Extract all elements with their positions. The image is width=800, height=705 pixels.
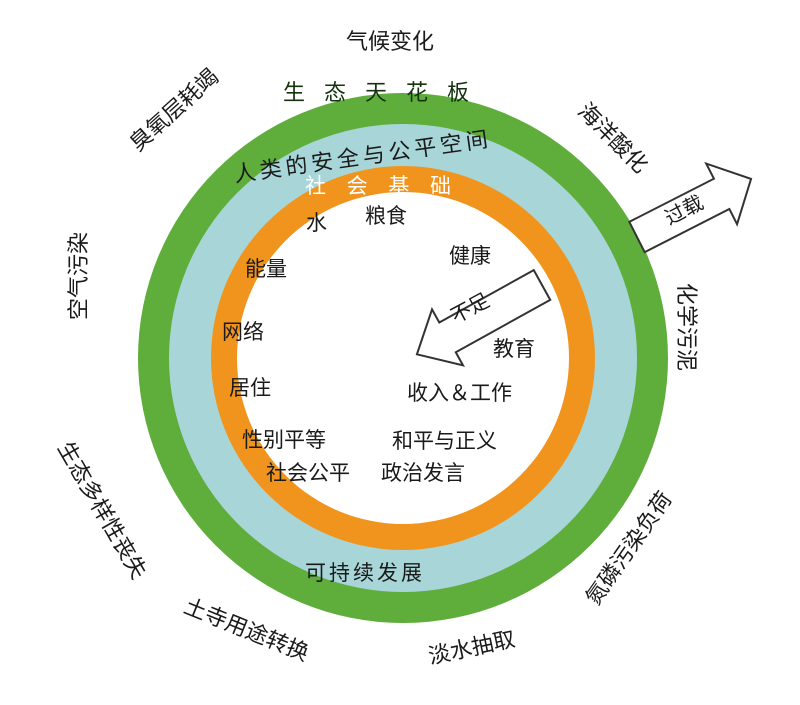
- ecological-ceiling-title: 生 态 天 花 板: [283, 81, 475, 106]
- label-political-voice: 政治发言: [381, 461, 465, 485]
- label-network: 网络: [222, 320, 264, 344]
- label-climate-change: 气候变化: [346, 30, 435, 55]
- social-foundation-title: 社 会 基 础: [305, 174, 459, 198]
- shortfall-arrow: [415, 268, 552, 367]
- label-food: 粮食: [365, 204, 407, 228]
- overshoot-arrow: [627, 161, 753, 254]
- label-energy: 能量: [245, 257, 287, 281]
- label-peace-justice: 和平与正义: [392, 429, 497, 453]
- label-housing: 居住: [229, 376, 271, 400]
- sustainable-development-title: 可持续发展: [305, 561, 425, 585]
- inner-core: [237, 192, 569, 524]
- label-income-work: 收入＆工作: [407, 381, 512, 405]
- label-social-equity: 社会公平: [266, 461, 350, 485]
- label-education: 教育: [493, 337, 535, 361]
- label-chemical-pollution: 化学污泥: [673, 282, 699, 372]
- label-water: 水: [306, 211, 327, 235]
- label-air-pollution: 空气污染: [67, 231, 93, 321]
- label-gender-equality: 性别平等: [242, 428, 326, 452]
- label-health: 健康: [449, 244, 491, 268]
